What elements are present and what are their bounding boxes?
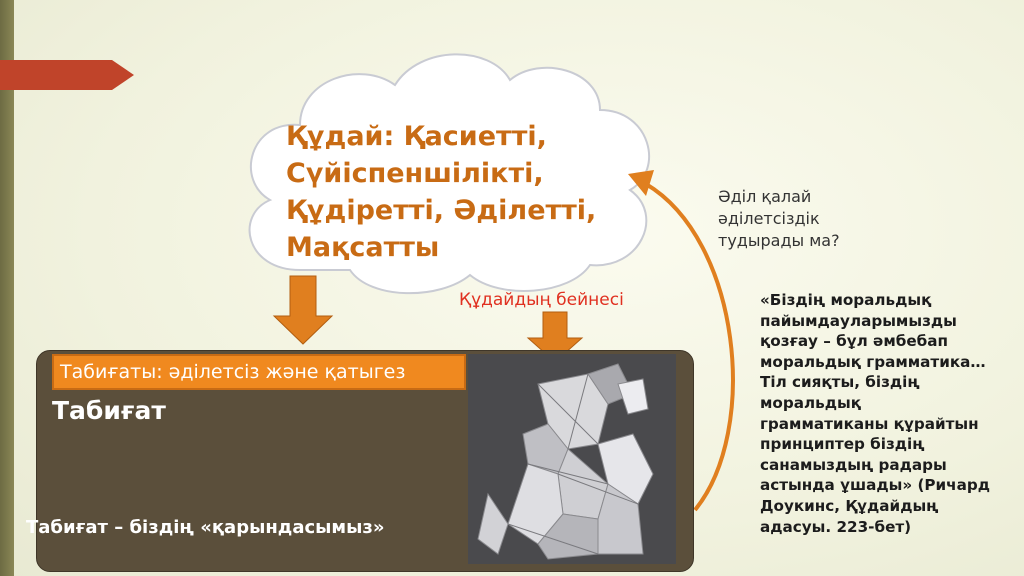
nature-title: Табиғат (52, 396, 166, 425)
cloud-attributes: Құдай: Қасиетті, Сүйіспеншілікті, Құдіре… (286, 118, 616, 266)
arrow-down-left (272, 275, 334, 345)
quote-line: принциптер біздің (760, 435, 925, 454)
quote-line: астында ұшады» (Ричард (760, 476, 990, 495)
nature-caption: Табиғат – біздің «қарындасымыз» (26, 517, 385, 538)
red-arrow-tab (0, 60, 134, 90)
shattered-figure-icon (468, 354, 676, 564)
left-decor-bar (0, 0, 14, 576)
quote-line: санамыздың радары (760, 455, 947, 474)
quote-line: қозғау – бұл әмбебап (760, 332, 949, 351)
cloud-line: Мақсатты (286, 232, 440, 263)
quote-line: адасуы. 223-бет) (760, 517, 912, 536)
quote-line: моральдық грамматика… (760, 352, 986, 371)
quote-line: моральдық (760, 393, 862, 412)
cloud-line: Құдай: Қасиетті, (286, 121, 547, 152)
quote-line: Тіл сияқты, біздің (760, 373, 920, 392)
question-text: Әділ қалай әділетсіздік тудырады ма? (718, 186, 840, 252)
quote-line: грамматиканы құрайтын (760, 414, 979, 433)
quote-line: пайымдауларымызды (760, 311, 957, 330)
god-image-label: Құдайдың бейнесі (459, 290, 624, 310)
nature-label: Табиғаты: әділетсіз және қатыгез (52, 354, 466, 390)
quote-line: Доукинс, Құдайдың (760, 496, 939, 515)
question-line: Әділ қалай (718, 187, 812, 206)
cloud-line: Сүйіспеншілікті, (286, 158, 544, 189)
cloud-line: Құдіретті, Әділетті, (286, 195, 597, 226)
question-line: әділетсіздік (718, 209, 820, 228)
question-line: тудырады ма? (718, 231, 840, 250)
quote-line: «Біздің моральдық (760, 291, 932, 309)
shattered-figure-image (468, 354, 676, 564)
dawkins-quote: «Біздің моральдық пайымдауларымызды қозғ… (760, 290, 1022, 537)
